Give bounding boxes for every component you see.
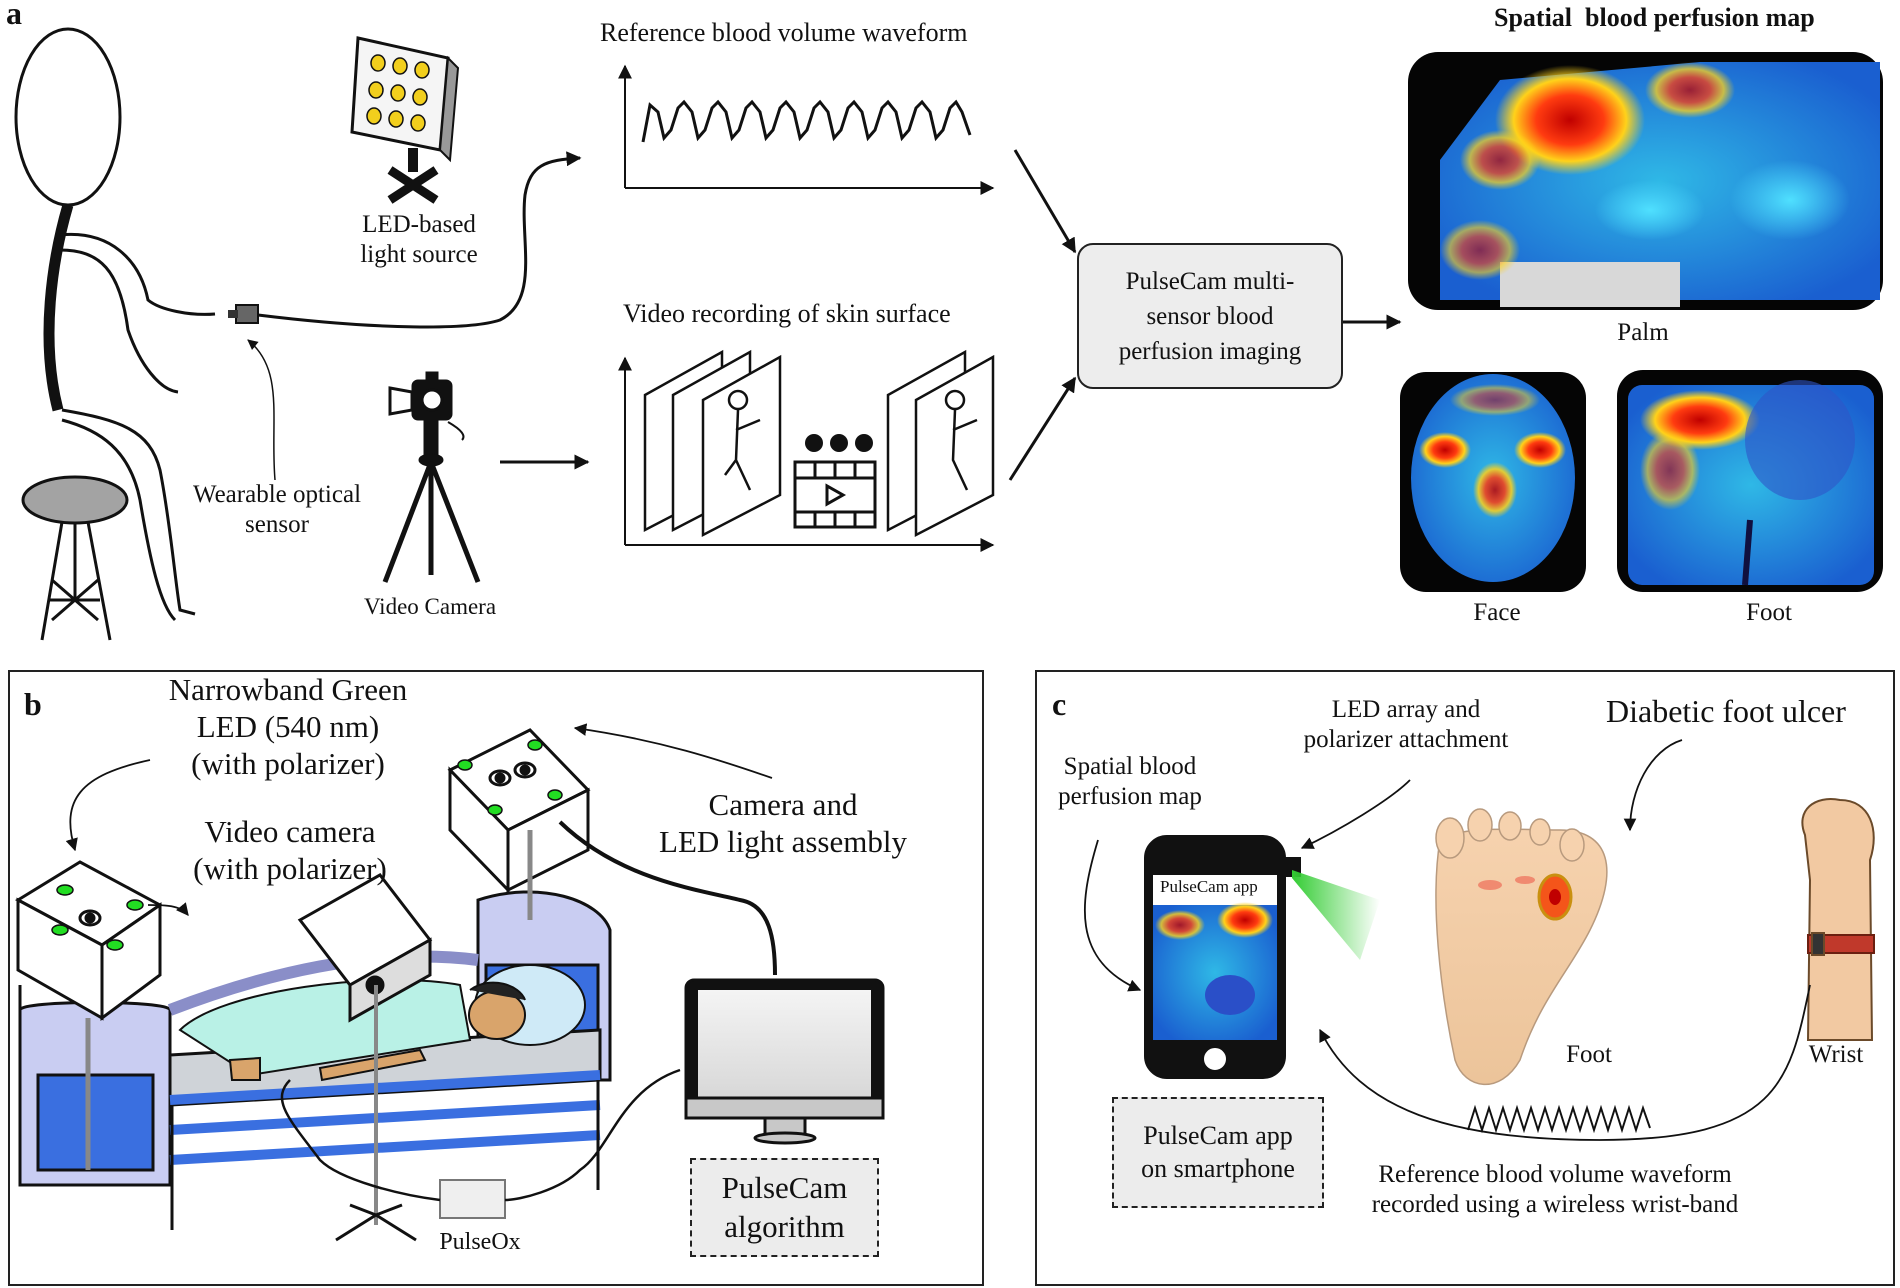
camera-led-box-left bbox=[14, 860, 163, 1170]
led-source-label: LED-based light source bbox=[360, 211, 478, 268]
video-frames-plot bbox=[618, 349, 995, 552]
video-camera-label: Video Camera bbox=[363, 594, 497, 619]
panel-b-frame bbox=[8, 670, 984, 1286]
diabetic-ulcer-label: Diabetic foot ulcer bbox=[1606, 693, 1846, 729]
foot-label-c: Foot bbox=[1566, 1041, 1612, 1068]
cables-b bbox=[280, 820, 777, 1202]
video-frame-stack-right bbox=[886, 349, 995, 538]
perfusion-map-title: Spatial blood perfusion map bbox=[1494, 3, 1815, 32]
flow-arrows-a bbox=[500, 149, 1402, 481]
ref-waveform-label: Reference blood volume waveform bbox=[600, 18, 968, 47]
more-frames-dots bbox=[805, 434, 873, 452]
stool bbox=[21, 475, 129, 641]
wearable-sensor-label: Wearable optical sensor bbox=[192, 481, 362, 538]
panel-b-letter: b bbox=[24, 686, 42, 722]
video-camera-icon bbox=[382, 371, 481, 583]
waveform-plot bbox=[618, 64, 995, 195]
panel-c-frame bbox=[1035, 670, 1895, 1286]
wireless-waveform bbox=[1467, 1104, 1651, 1134]
wrist-with-band bbox=[1801, 798, 1875, 1041]
wearable-sensor-icon bbox=[228, 304, 259, 324]
green-led-label: Narrowband Green LED (540 nm) (with pola… bbox=[168, 672, 408, 782]
face-perfusion-map bbox=[1400, 372, 1586, 592]
phone-app-title: PulseCam app bbox=[1160, 877, 1258, 896]
wrist-label: Wrist bbox=[1808, 1041, 1864, 1068]
pulsecam-algorithm-box: PulseCam algorithm bbox=[690, 1158, 879, 1257]
video-recording-label: Video recording of skin surface bbox=[623, 299, 951, 328]
sensor-cable bbox=[257, 151, 582, 329]
video-frame-stack-left bbox=[643, 349, 782, 538]
smartphone bbox=[1144, 835, 1380, 1079]
overhead-camera-box bbox=[297, 873, 433, 1242]
monitor bbox=[684, 978, 885, 1145]
pulsecam-app-box: PulseCam app on smartphone bbox=[1112, 1097, 1324, 1208]
patient bbox=[178, 964, 586, 1082]
face-label: Face bbox=[1473, 599, 1521, 626]
sensor-pointer-arrow bbox=[247, 339, 276, 481]
pulseox-label: PulseOx bbox=[439, 1229, 521, 1255]
reference-waveform bbox=[641, 99, 972, 143]
panel-a-letter: a bbox=[6, 0, 22, 31]
label-arrows-b bbox=[65, 723, 773, 916]
stick-figure bbox=[14, 27, 216, 622]
spatial-map-label: Spatial blood perfusion map bbox=[1058, 753, 1202, 810]
foot-perfusion-map bbox=[1617, 370, 1883, 592]
video-clip-icon bbox=[793, 460, 877, 529]
palm-perfusion-map bbox=[1408, 52, 1883, 310]
wristband-waveform-label: Reference blood volume waveform recorded… bbox=[1371, 1161, 1739, 1218]
led-light-source-icon bbox=[350, 36, 460, 204]
foot-with-ulcer bbox=[1435, 808, 1608, 1086]
pulsecam-imaging-box: PulseCam multi- sensor blood perfusion i… bbox=[1077, 243, 1343, 389]
foot-label-a: Foot bbox=[1746, 599, 1792, 626]
palm-label: Palm bbox=[1617, 319, 1669, 346]
camera-led-assembly-label: Camera and LED light assembly bbox=[659, 787, 907, 860]
led-array-label: LED array and polarizer attachment bbox=[1303, 696, 1509, 753]
panel-c-letter: c bbox=[1052, 686, 1067, 722]
label-arrows-c bbox=[1083, 739, 1811, 1141]
camera-led-box-right bbox=[447, 728, 591, 920]
video-camera-polarizer-label: Video camera (with polarizer) bbox=[193, 814, 387, 887]
